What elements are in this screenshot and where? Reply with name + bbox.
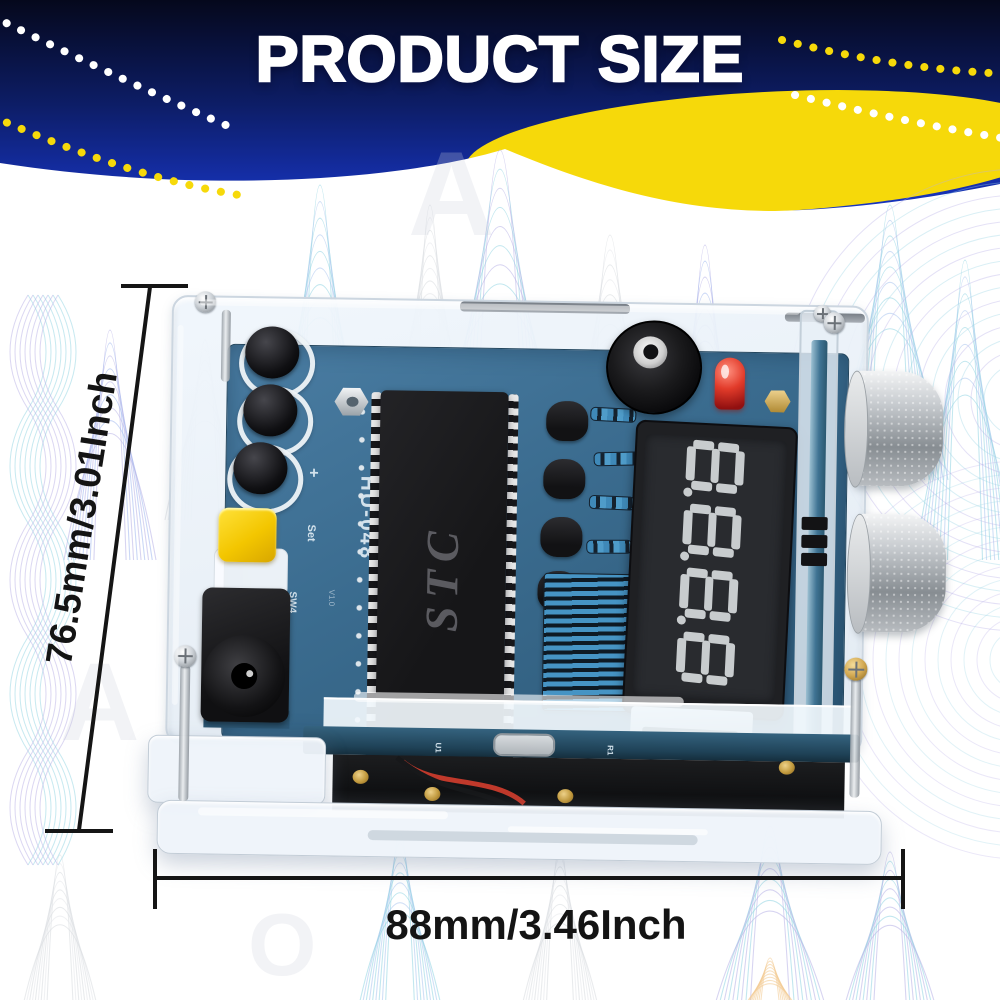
display-digits bbox=[632, 433, 788, 703]
brass-standoff bbox=[778, 760, 795, 775]
display-digit bbox=[679, 501, 744, 568]
seven-segment-display bbox=[621, 419, 799, 722]
support-rod bbox=[849, 677, 862, 798]
silkscreen-r1: R1 bbox=[605, 745, 615, 756]
page-title: PRODUCT SIZE bbox=[255, 22, 745, 97]
resistor bbox=[586, 539, 633, 554]
acrylic-bottom-plate bbox=[156, 799, 883, 866]
header-pin bbox=[801, 534, 828, 549]
header-pin bbox=[801, 516, 828, 531]
chip-brand-text: STC bbox=[415, 523, 469, 633]
resistor bbox=[590, 406, 637, 423]
corner-screw-br bbox=[844, 657, 868, 681]
buzzer-hole-inner bbox=[643, 344, 659, 360]
micro-usb-port bbox=[492, 732, 556, 757]
dc-jack-pin-highlight bbox=[246, 670, 254, 678]
transistor bbox=[545, 400, 589, 442]
resistor bbox=[593, 451, 640, 467]
transistor bbox=[543, 458, 586, 500]
header-pin bbox=[800, 552, 828, 567]
width-dimension-label: 88mm/3.46Inch bbox=[385, 901, 687, 948]
brass-standoff bbox=[557, 788, 574, 804]
yellow-button bbox=[217, 507, 277, 563]
silkscreen-set: Set bbox=[304, 524, 318, 542]
brass-standoff bbox=[424, 786, 441, 802]
display-digit bbox=[682, 437, 747, 504]
red-led bbox=[714, 357, 746, 410]
banner-dotted-arcs bbox=[0, 15, 1000, 200]
silkscreen-plus: + bbox=[309, 465, 319, 483]
silkscreen-u1: U1 bbox=[433, 742, 443, 753]
product-photo: + Set SW4 HU-048 V1.0 STC Q2R11C3R bbox=[147, 285, 990, 898]
resistor bbox=[588, 494, 636, 511]
silkscreen-model: HU-048 bbox=[355, 475, 380, 561]
banner-yellow-wave bbox=[465, 90, 1000, 214]
display-digit bbox=[676, 565, 741, 632]
support-rod bbox=[178, 665, 191, 802]
silkscreen-version: V1.0 bbox=[327, 589, 337, 607]
hex-nut-hole bbox=[346, 396, 359, 407]
support-rod bbox=[220, 309, 231, 382]
height-dimension-label: 76.5mm/3.01Inch bbox=[38, 368, 125, 668]
transistor bbox=[540, 516, 583, 558]
brass-standoff bbox=[352, 769, 369, 785]
banner-background bbox=[0, 0, 1000, 235]
display-digit bbox=[673, 629, 738, 696]
acrylic-left-wing bbox=[147, 734, 327, 806]
